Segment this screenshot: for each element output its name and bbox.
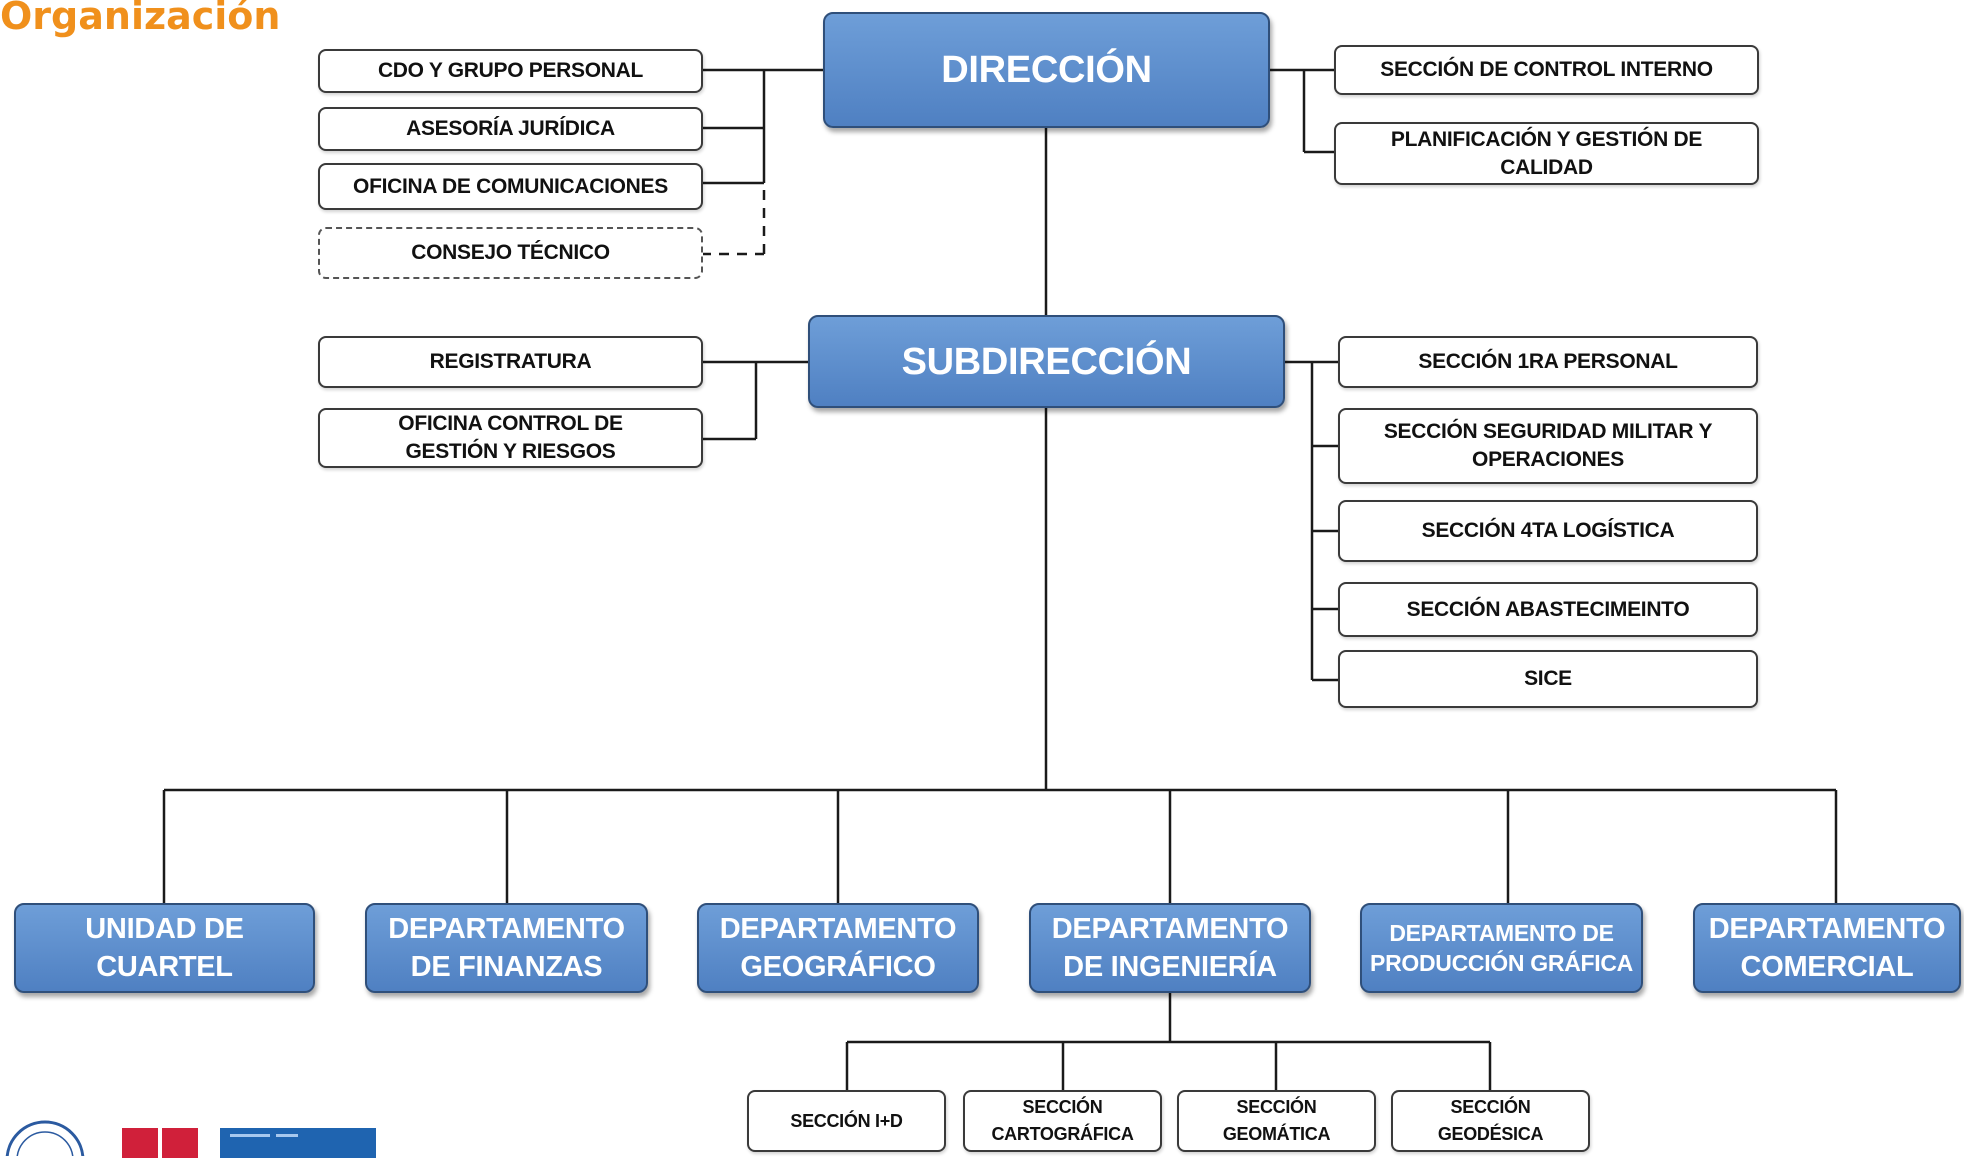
section-label: SECCIÓN GEODÉSICA	[1437, 1097, 1544, 1144]
sub-box-logistica: SECCIÓN 4TA LOGÍSTICA	[1338, 500, 1758, 562]
sub-box-seccion-1ra: SECCIÓN 1RA PERSONAL	[1338, 336, 1758, 388]
sub-label: REGISTRATURA	[429, 350, 592, 373]
staff-label: CDO Y GRUPO PERSONAL	[377, 59, 644, 82]
dept-box-comercial: DEPARTAMENTO COMERCIAL	[1693, 903, 1961, 993]
page-title: Organización	[0, 0, 281, 38]
dept-label: DEPARTAMENTO DE INGENIERÍA	[1051, 913, 1289, 983]
dept-box-geografico: DEPARTAMENTO GEOGRÁFICO	[697, 903, 979, 993]
blue-brand-logo	[220, 1128, 376, 1158]
section-label: SECCIÓN GEOMÁTICA	[1222, 1097, 1331, 1144]
staff-label: PLANIFICACIÓN Y GESTIÓN DE CALIDAD	[1390, 127, 1703, 179]
sub-label: SECCIÓN 4TA LOGÍSTICA	[1421, 519, 1675, 542]
subdireccion-box: SUBDIRECCIÓN	[808, 315, 1285, 408]
direccion-box: DIRECCIÓN	[823, 12, 1270, 128]
red-brand-logo	[122, 1128, 198, 1158]
dept-label: DEPARTAMENTO GEOGRÁFICO	[719, 913, 957, 983]
section-box-geodesica: SECCIÓN GEODÉSICA	[1391, 1090, 1590, 1152]
section-label: SECCIÓN CARTOGRÁFICA	[991, 1097, 1134, 1144]
staff-box-consejo-tecnico: CONSEJO TÉCNICO	[318, 227, 703, 279]
certification-seal-logo	[5, 1120, 85, 1156]
dept-box-finanzas: DEPARTAMENTO DE FINANZAS	[365, 903, 648, 993]
staff-label: CONSEJO TÉCNICO	[411, 241, 610, 264]
dept-box-unidad-cuartel: UNIDAD DE CUARTEL	[14, 903, 315, 993]
sub-label: SECCIÓN ABASTECIMEINTO	[1406, 597, 1690, 621]
staff-box-comunicaciones: OFICINA DE COMUNICACIONES	[318, 163, 703, 210]
dept-label: DEPARTAMENTO COMERCIAL	[1708, 913, 1946, 983]
sub-label: SECCIÓN 1RA PERSONAL	[1418, 350, 1678, 373]
staff-box-control-interno: SECCIÓN DE CONTROL INTERNO	[1334, 45, 1759, 95]
section-box-cartografica: SECCIÓN CARTOGRÁFICA	[963, 1090, 1162, 1152]
dept-label: DEPARTAMENTO DE PRODUCCIÓN GRÁFICA	[1370, 920, 1633, 976]
section-box-geomatica: SECCIÓN GEOMÁTICA	[1177, 1090, 1376, 1152]
sub-box-registratura: REGISTRATURA	[318, 336, 703, 388]
staff-box-cdo: CDO Y GRUPO PERSONAL	[318, 49, 703, 93]
sub-label: SECCIÓN SEGURIDAD MILITAR Y OPERACIONES	[1383, 420, 1713, 471]
sub-box-abastecimiento: SECCIÓN ABASTECIMEINTO	[1338, 582, 1758, 637]
subdireccion-label: SUBDIRECCIÓN	[901, 340, 1192, 383]
sub-box-seguridad: SECCIÓN SEGURIDAD MILITAR Y OPERACIONES	[1338, 408, 1758, 484]
staff-box-asesoria: ASESORÍA JURÍDICA	[318, 107, 703, 151]
dept-label: DEPARTAMENTO DE FINANZAS	[388, 913, 625, 983]
staff-label: ASESORÍA JURÍDICA	[406, 117, 615, 140]
dept-box-produccion-grafica: DEPARTAMENTO DE PRODUCCIÓN GRÁFICA	[1360, 903, 1643, 993]
section-box-i-d: SECCIÓN I+D	[747, 1090, 946, 1152]
dept-box-ingenieria: DEPARTAMENTO DE INGENIERÍA	[1029, 903, 1311, 993]
sub-box-control-gestion: OFICINA CONTROL DE GESTIÓN Y RIESGOS	[318, 408, 703, 468]
direccion-label: DIRECCIÓN	[941, 49, 1152, 91]
sub-box-sice: SICE	[1338, 650, 1758, 708]
sub-label: OFICINA CONTROL DE GESTIÓN Y RIESGOS	[398, 412, 623, 463]
dept-label: UNIDAD DE CUARTEL	[85, 913, 244, 983]
staff-label: OFICINA DE COMUNICACIONES	[353, 174, 668, 198]
staff-label: SECCIÓN DE CONTROL INTERNO	[1380, 58, 1713, 81]
section-label: SECCIÓN I+D	[790, 1110, 903, 1131]
sub-label: SICE	[1524, 667, 1572, 690]
staff-box-planificacion: PLANIFICACIÓN Y GESTIÓN DE CALIDAD	[1334, 122, 1759, 185]
